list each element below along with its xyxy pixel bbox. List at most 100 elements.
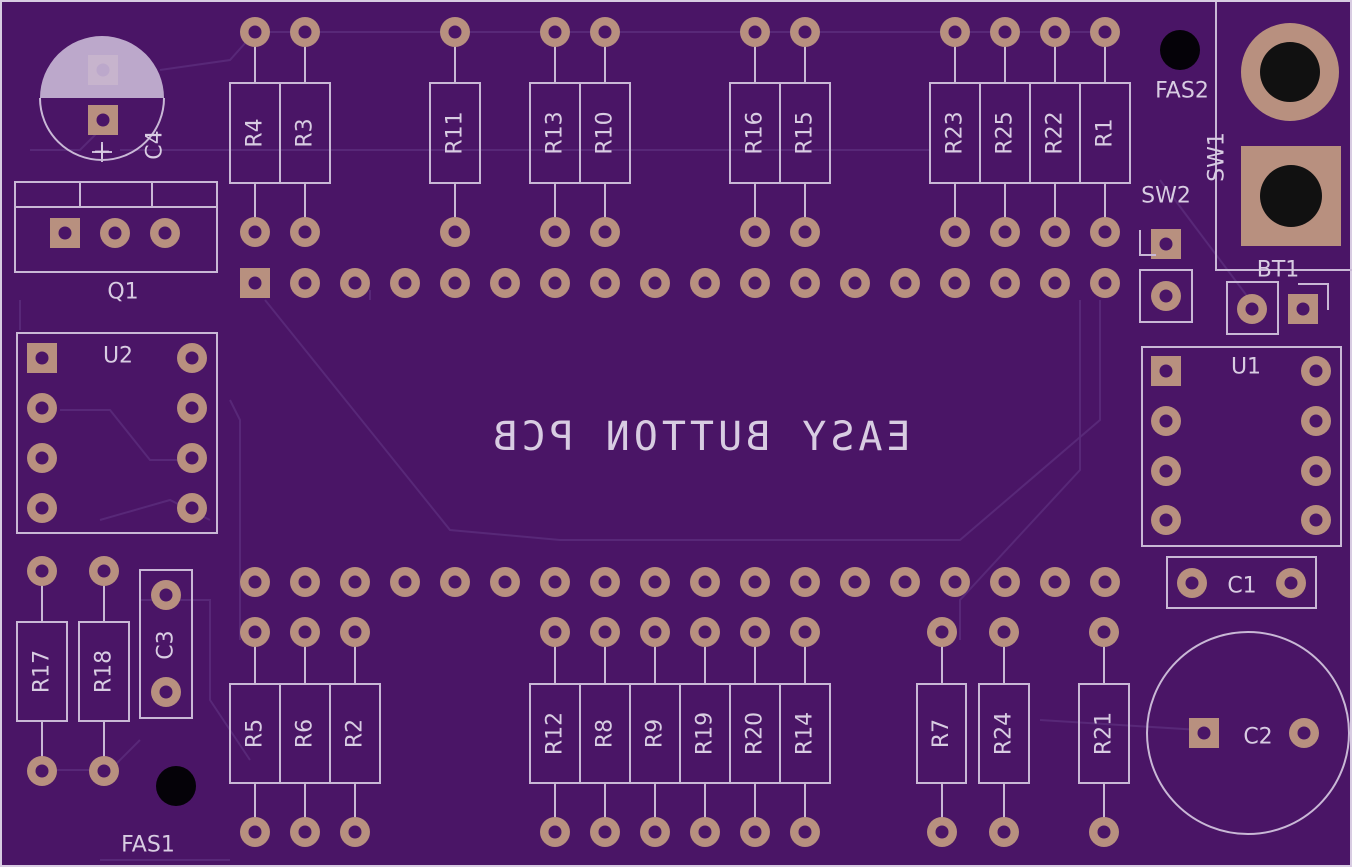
drill-hole xyxy=(1097,625,1111,639)
drill-hole xyxy=(548,276,562,290)
drill-hole xyxy=(448,276,462,290)
drill-hole xyxy=(598,625,612,639)
label-r6: R6 xyxy=(293,719,318,748)
drill-hole xyxy=(1297,726,1311,740)
drill-hole xyxy=(698,825,712,839)
drill-hole xyxy=(1159,464,1173,478)
c3-outline xyxy=(139,569,193,719)
label-r11: R11 xyxy=(443,111,468,154)
q1-transistor-outline xyxy=(14,181,218,273)
drill-hole xyxy=(1159,237,1173,251)
drill-hole xyxy=(935,825,949,839)
label-r7: R7 xyxy=(929,719,954,748)
drill-hole xyxy=(298,575,312,589)
drill-hole xyxy=(1197,726,1211,740)
drill-hole xyxy=(1309,513,1323,527)
label-u1: U1 xyxy=(1231,355,1261,380)
drill-hole xyxy=(97,564,111,578)
label-u2: U2 xyxy=(103,344,133,369)
drill-hole xyxy=(398,575,412,589)
drill-hole xyxy=(548,225,562,239)
drill-hole xyxy=(448,225,462,239)
label-r17: R17 xyxy=(30,650,55,693)
fas1-hole xyxy=(156,766,196,806)
drill-hole xyxy=(1309,414,1323,428)
label-r14: R14 xyxy=(793,712,818,755)
drill-hole xyxy=(158,226,172,240)
drill-hole xyxy=(598,575,612,589)
drill-hole xyxy=(35,764,49,778)
drill-hole xyxy=(948,225,962,239)
drill-hole xyxy=(1098,276,1112,290)
drill-hole xyxy=(398,276,412,290)
drill-hole xyxy=(997,625,1011,639)
label-r18: R18 xyxy=(92,650,117,693)
bt1-outline xyxy=(1226,281,1329,335)
label-r4: R4 xyxy=(243,118,268,147)
resistor-body-r3 xyxy=(279,82,331,184)
drill-hole xyxy=(185,451,199,465)
drill-hole xyxy=(1284,576,1298,590)
drill-hole xyxy=(298,276,312,290)
label-r13: R13 xyxy=(543,111,568,154)
c1-outline xyxy=(1166,556,1317,609)
label-r10: R10 xyxy=(593,111,618,154)
c4-plus-marker xyxy=(92,142,112,162)
drill-hole xyxy=(448,25,462,39)
drill-hole xyxy=(1048,25,1062,39)
drill-hole xyxy=(998,225,1012,239)
label-r22: R22 xyxy=(1043,111,1068,154)
drill-hole xyxy=(548,825,562,839)
drill-hole xyxy=(798,825,812,839)
drill-hole xyxy=(35,351,49,365)
drill-hole xyxy=(185,401,199,415)
drill-hole xyxy=(248,825,262,839)
label-fas2: FAS2 xyxy=(1155,79,1209,104)
drill-hole xyxy=(748,625,762,639)
label-r2: R2 xyxy=(343,719,368,748)
label-c3: C3 xyxy=(154,630,179,659)
sw1-pads xyxy=(1241,23,1341,246)
drill-hole xyxy=(1296,302,1310,316)
drill-hole xyxy=(798,25,812,39)
label-c4plus: + xyxy=(93,140,111,165)
drill-hole xyxy=(598,225,612,239)
resistor-body-r2 xyxy=(329,683,381,784)
drill-hole xyxy=(248,25,262,39)
resistor-body-r10 xyxy=(579,82,631,184)
drill-hole xyxy=(108,226,122,240)
drill-hole xyxy=(798,625,812,639)
label-r1: R1 xyxy=(1093,118,1118,147)
drill-hole xyxy=(1048,575,1062,589)
drill-hole xyxy=(248,225,262,239)
drill-hole xyxy=(298,825,312,839)
drill-hole xyxy=(298,225,312,239)
drill-hole xyxy=(248,575,262,589)
label-fas1: FAS1 xyxy=(121,833,175,858)
label-r16: R16 xyxy=(743,111,768,154)
drill-hole xyxy=(948,276,962,290)
drill-hole xyxy=(798,575,812,589)
drill-hole xyxy=(848,276,862,290)
drill-hole xyxy=(598,825,612,839)
label-r8: R8 xyxy=(593,719,618,748)
drill-hole xyxy=(498,575,512,589)
drill-hole xyxy=(498,276,512,290)
drill-hole xyxy=(1159,289,1173,303)
label-r19: R19 xyxy=(693,712,718,755)
label-bt1: BT1 xyxy=(1257,258,1300,283)
drill-hole xyxy=(1309,364,1323,378)
drill-hole xyxy=(748,225,762,239)
label-sw2: SW2 xyxy=(1141,184,1191,209)
drill-hole xyxy=(648,825,662,839)
drill-hole xyxy=(548,575,562,589)
drill-hole xyxy=(698,575,712,589)
drill-hole xyxy=(548,25,562,39)
drill-hole xyxy=(1159,513,1173,527)
drill-hole xyxy=(248,276,262,290)
drill-hole xyxy=(1048,276,1062,290)
label-sw1: SW1 xyxy=(1205,132,1230,182)
